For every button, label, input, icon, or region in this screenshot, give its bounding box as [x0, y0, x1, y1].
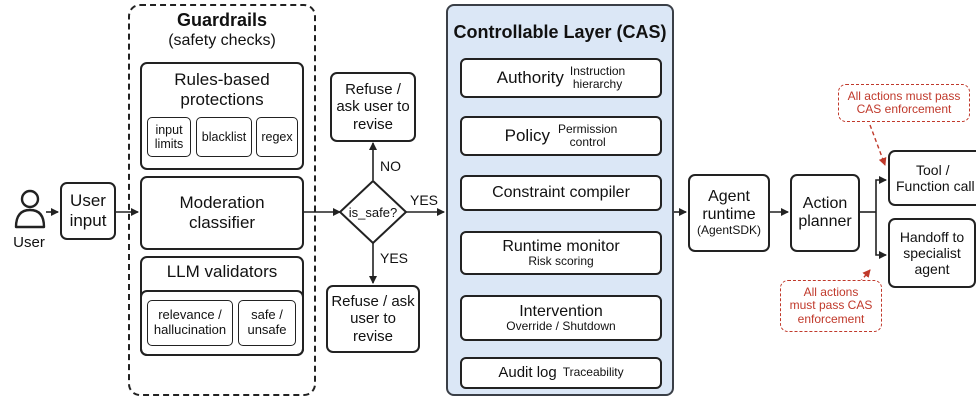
note-cas-enforcement-bottom: All actions must pass CAS enforcement: [780, 280, 882, 332]
yes-down-label: YES: [380, 250, 409, 266]
cas-audit-log: Audit log Traceability: [460, 357, 662, 389]
guardrails-group: [128, 4, 316, 396]
is-safe-diamond: [338, 179, 408, 245]
authority-sub-line2: hierarchy: [572, 77, 623, 91]
authority-main: Authority: [496, 67, 564, 87]
input-limits-line1: input: [155, 122, 183, 137]
safe-line1: safe /: [251, 307, 283, 323]
note-cas-enforcement-top: All actions must pass CAS enforcement: [838, 84, 970, 122]
input-limits-line2: limits: [154, 137, 184, 151]
monitor-sub: Risk scoring: [528, 254, 594, 269]
intervention-sub: Override / Shutdown: [506, 319, 616, 334]
authority-sub: Instruction hierarchy: [569, 63, 626, 91]
authority-sub-line1: Instruction: [569, 63, 626, 78]
user-input-box: User input: [60, 182, 116, 240]
action-planner-box: Action planner: [790, 174, 860, 252]
note-top-line1: All actions must pass: [847, 88, 961, 103]
is-safe-label: is_safe?: [348, 205, 398, 220]
cas-title: Controllable Layer (CAS): [453, 22, 667, 42]
rule-regex: regex: [256, 117, 298, 157]
note-bottom-line1: All actions: [803, 284, 859, 299]
note-bottom-line3: enforcement: [797, 311, 865, 326]
validator-relevance: relevance / hallucination: [147, 300, 233, 346]
user-icon: [14, 189, 46, 229]
agent-runtime-box: Agent runtime (AgentSDK): [688, 174, 770, 252]
guardrails-subtitle: (safety checks): [168, 32, 276, 49]
tool-function-call-box: Tool / Function call: [888, 150, 976, 206]
moderation-line1: Moderation: [179, 193, 265, 213]
constraint-main: Constraint compiler: [492, 184, 630, 202]
agent-line1: Agent: [708, 187, 750, 205]
intervention-main: Intervention: [519, 302, 603, 320]
cas-panel: Controllable Layer (CAS) Authority Instr…: [446, 4, 674, 396]
user-label: User: [13, 234, 45, 251]
arrow-planner-to-tool: [875, 176, 887, 212]
agent-line3: (AgentSDK): [696, 223, 762, 238]
handoff-box: Handoff to specialist agent: [888, 218, 976, 288]
policy-sub: Permission control: [558, 121, 618, 149]
refuse-bottom-line3: revise: [352, 327, 393, 345]
llm-validators-frame: [140, 256, 304, 356]
refuse-top-line2: ask user to: [336, 98, 410, 116]
cas-constraint-compiler: Constraint compiler: [460, 175, 662, 211]
cas-policy: Policy Permission control: [460, 116, 662, 156]
cas-intervention: Intervention Override / Shutdown: [460, 295, 662, 341]
rule-blacklist: blacklist: [196, 117, 252, 157]
rule-input-limits: input limits: [147, 117, 191, 157]
note-top-line2: CAS enforcement: [856, 102, 952, 116]
llm-validators-title: LLM validators: [166, 262, 278, 281]
refuse-bottom-line2: user to: [350, 310, 396, 328]
monitor-main: Runtime monitor: [502, 237, 620, 255]
tool-line2: Function call: [896, 178, 975, 194]
policy-sub-line2: control: [569, 135, 606, 149]
rules-title-line1: Rules-based: [174, 70, 270, 89]
yes-right-label: YES: [410, 192, 439, 208]
handoff-line3: agent: [914, 261, 950, 278]
relevance-line1: relevance /: [158, 307, 222, 323]
cas-authority: Authority Instruction hierarchy: [460, 58, 662, 98]
tool-line1: Tool /: [916, 161, 950, 178]
planner-line2: planner: [798, 213, 852, 230]
safe-line2: unsafe: [247, 322, 287, 337]
note-bottom-line2: must pass CAS: [789, 298, 873, 313]
relevance-line2: hallucination: [153, 322, 227, 337]
audit-main: Audit log: [498, 363, 557, 381]
refuse-top-box: Refuse / ask user to revise: [330, 72, 416, 142]
user-input-line1: User: [70, 191, 106, 211]
moderation-line2: classifier: [188, 213, 256, 232]
guardrails-title: Guardrails: [176, 10, 268, 30]
refuse-top-line1: Refuse /: [345, 81, 401, 99]
no-label: NO: [380, 158, 401, 174]
user-actor: User: [8, 188, 50, 258]
user-input-line2: input: [69, 211, 107, 230]
cas-runtime-monitor: Runtime monitor Risk scoring: [460, 231, 662, 275]
moderation-classifier-box: Moderation classifier: [140, 176, 304, 250]
audit-sub: Traceability: [562, 365, 624, 380]
policy-main: Policy: [504, 125, 550, 145]
refuse-bottom-line1: Refuse / ask: [331, 293, 415, 311]
handoff-line1: Handoff to: [899, 228, 965, 245]
agent-line2: runtime: [702, 206, 756, 224]
refuse-top-line3: revise: [352, 115, 393, 133]
planner-line1: Action: [802, 194, 848, 212]
refuse-bottom-box: Refuse / ask user to revise: [326, 285, 420, 353]
handoff-line2: specialist: [903, 244, 961, 261]
note-top-pointer: [869, 124, 887, 166]
rules-title-line2: protections: [180, 89, 264, 109]
arrow-planner-to-handoff: [875, 212, 887, 259]
policy-sub-line1: Permission: [558, 121, 618, 136]
validator-safe-unsafe: safe / unsafe: [238, 300, 296, 346]
